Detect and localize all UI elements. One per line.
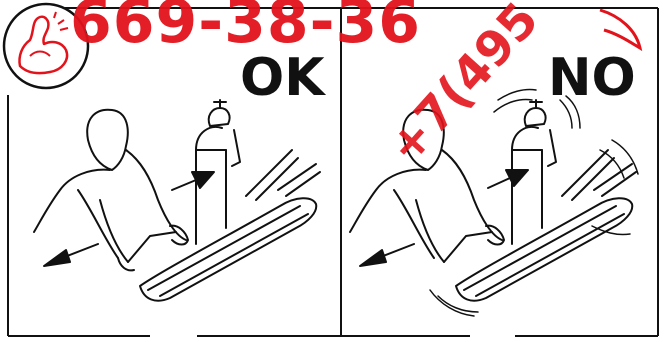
bike-rack-right bbox=[456, 198, 632, 300]
arrow-push-left bbox=[172, 180, 196, 190]
person-body-left bbox=[34, 170, 110, 232]
person-head-left bbox=[87, 110, 128, 170]
arrow-push-right bbox=[488, 178, 510, 188]
bike-rack-left bbox=[140, 198, 316, 300]
watermark-phone-text: 669-38-36 bbox=[70, 0, 421, 52]
ok-illustration bbox=[34, 100, 320, 301]
no-label: NO bbox=[548, 52, 636, 104]
watermark-diagonal-shapes bbox=[600, 10, 640, 48]
person-body-right bbox=[350, 170, 426, 232]
ok-label: OK bbox=[240, 52, 325, 104]
